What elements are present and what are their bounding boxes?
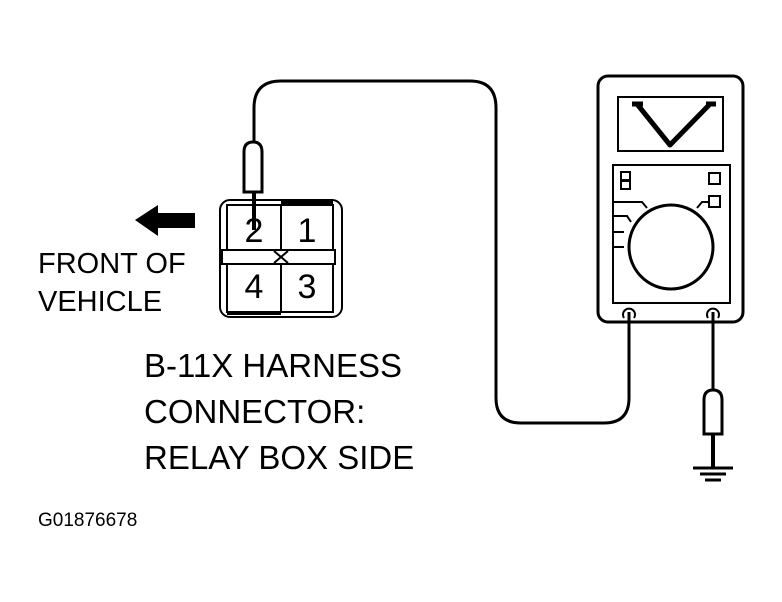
multimeter-icon (596, 74, 745, 330)
front-of-vehicle-label-line2: VEHICLE (38, 286, 163, 318)
figure-id: G01876678 (38, 510, 138, 531)
connector-caption-line3: RELAY BOX SIDE (144, 439, 415, 476)
front-of-vehicle-label-line1: FRONT OF (38, 248, 186, 280)
pin-1-label: 1 (297, 212, 317, 250)
test-lead-wire (252, 79, 631, 425)
pin-3-label: 3 (297, 268, 317, 306)
connector (219, 199, 343, 318)
arrow-left-icon (135, 205, 195, 236)
pin-2-label: 2 (244, 212, 264, 250)
ground-icon (693, 312, 733, 482)
connector-caption-line1: B-11X HARNESS (144, 347, 402, 384)
pin-4-label: 4 (244, 268, 264, 306)
connector-caption-line2: CONNECTOR: (144, 393, 366, 430)
